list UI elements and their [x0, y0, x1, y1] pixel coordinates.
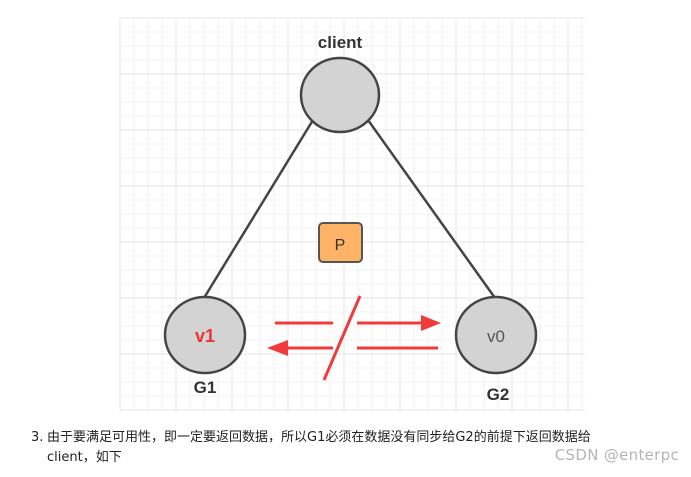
sync-arrow-left: [267, 340, 438, 356]
partition-slash: [322, 295, 362, 381]
partition-label: P: [335, 237, 346, 254]
link-client-g1: [202, 119, 315, 299]
caption-number: 3.: [31, 430, 44, 445]
client-label: client: [318, 33, 363, 52]
caption-line-1: 由于要满足可用性，即一定要返回数据，所以G1必须在数据没有同步给G2的前提下返回…: [47, 430, 591, 445]
g1-label: G1: [194, 378, 217, 397]
watermark: CSDN @enterpc: [554, 446, 679, 464]
g1-node: [163, 295, 247, 375]
caption-line-2: client，如下: [47, 450, 122, 465]
background-grid: [119, 17, 585, 411]
partition-box: [318, 222, 363, 263]
g2-node: [454, 295, 538, 375]
client-node: [299, 56, 381, 134]
link-client-g2: [366, 119, 497, 299]
g1-value: v1: [195, 326, 215, 346]
g2-label: G2: [487, 385, 510, 404]
sync-arrow-right: [275, 315, 441, 331]
g2-value: v0: [487, 327, 505, 346]
